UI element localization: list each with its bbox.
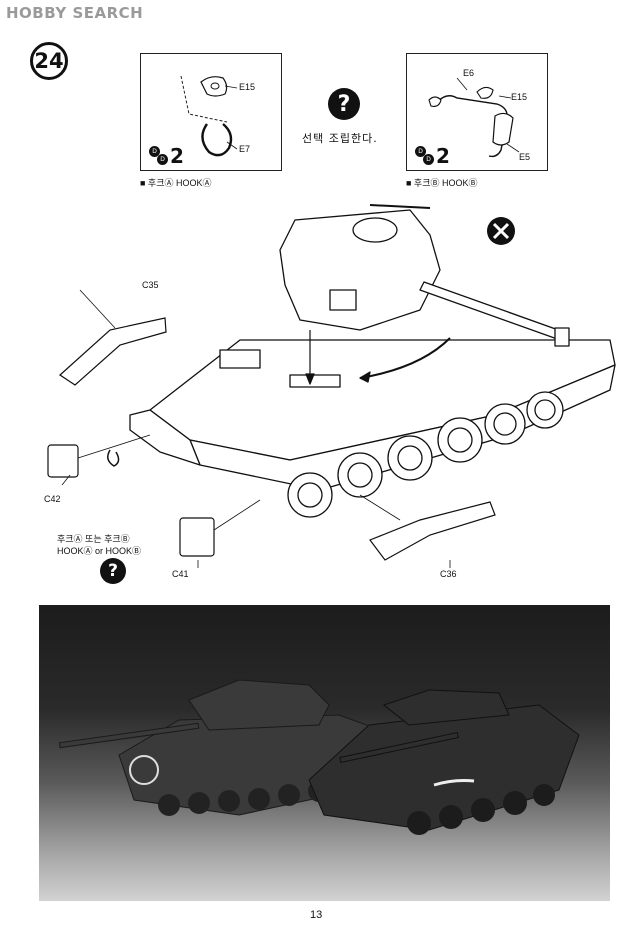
no-glue-icon — [487, 217, 515, 245]
part-label-c36: C36 — [440, 569, 457, 579]
caption-hook-a: ■ 후크Ⓐ HOOKⒶ — [140, 178, 212, 188]
hook-choice-question-icon: ? — [100, 558, 126, 584]
tank-assembly-drawing — [47, 204, 616, 568]
optional-question-icon: ? — [328, 88, 360, 120]
part-label-e7: E7 — [239, 144, 251, 154]
tank-models-silhouette — [58, 679, 580, 835]
hook-a-illustration — [180, 75, 238, 157]
hook-choice-english: HOOKⒶ or HOOKⒷ — [57, 546, 142, 556]
part-label-e15-left: E15 — [239, 82, 256, 92]
part-label-c35: C35 — [142, 280, 159, 290]
paint-count: 2 — [170, 144, 184, 168]
paint-dot-icon: D — [157, 154, 168, 165]
watermark: HOBBY SEARCH — [6, 4, 143, 22]
part-label-e15-right: E15 — [511, 92, 528, 102]
paint-dot-icon: D — [423, 154, 434, 165]
hook-choice-korean: 후크Ⓐ 또는 후크Ⓑ — [57, 534, 130, 544]
paint-count: 2 — [436, 144, 450, 168]
inset-hook-a: E15 E7 D D 2 — [140, 53, 282, 171]
part-label-e5: E5 — [519, 152, 531, 162]
finished-model-photo — [39, 605, 610, 901]
caption-hook-b: ■ 후크Ⓑ HOOKⒷ — [406, 178, 478, 188]
optional-assembly-text: 선택 조립한다. — [302, 132, 378, 145]
part-label-c41: C41 — [172, 569, 189, 579]
watermark-suffix: SEARCH — [72, 4, 144, 22]
page-number: 13 — [310, 909, 323, 921]
step-number: 24 — [30, 42, 68, 80]
hook-b-illustration — [428, 77, 520, 158]
paint-dot-icon: D — [415, 146, 426, 157]
paint-badge-left: D D 2 — [149, 144, 184, 168]
inset-hook-b: E6 E15 E5 D D 2 — [406, 53, 548, 171]
watermark-brand: HOBBY — [6, 4, 67, 22]
part-label-c42: C42 — [44, 494, 61, 504]
step-number-text: 24 — [34, 49, 64, 73]
paint-badge-right: D D 2 — [415, 144, 450, 168]
part-label-e6: E6 — [463, 68, 475, 78]
paint-dot-icon: D — [149, 146, 160, 157]
